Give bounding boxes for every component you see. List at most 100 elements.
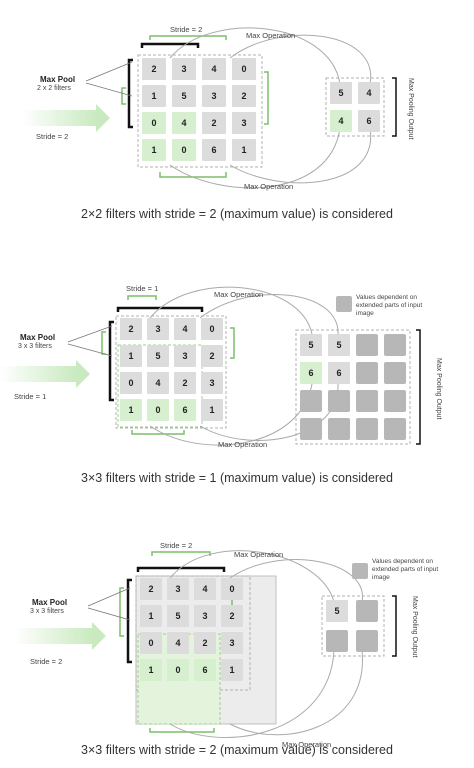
grid-cell: 0 (201, 318, 223, 340)
pool-subtitle: 2 x 2 filters (37, 85, 71, 92)
left-bracket-black (108, 320, 114, 402)
max-op-bottom-label: Max Operation (282, 740, 332, 749)
pool-title: Max Pool (20, 333, 56, 342)
output-bracket (416, 329, 421, 445)
grid-cell: 4 (167, 632, 189, 654)
output-label: Max Pooling Output (407, 78, 414, 140)
grid-cell: 0 (172, 139, 196, 161)
grid-cell: 1 (142, 139, 166, 161)
output-cell: 5 (330, 82, 352, 104)
grid-cell: 3 (201, 372, 223, 394)
arc-bottom-left (169, 127, 341, 189)
output-cell: 4 (330, 110, 352, 132)
extended-value-cell (300, 390, 322, 412)
input-arrow (0, 360, 90, 388)
bottom-bracket-green (131, 430, 185, 435)
output-frame (321, 595, 385, 657)
grid-cell: 3 (202, 85, 226, 107)
grid-cell: 6 (174, 399, 196, 421)
grid-cell: 0 (142, 112, 166, 134)
grid-cell: 1 (142, 85, 166, 107)
left-bracket-black (127, 58, 133, 129)
stride-top-label: Stride = 1 (126, 284, 159, 293)
grid-cell: 1 (232, 139, 256, 161)
extended-value-cell (384, 418, 406, 440)
grid-cell: 1 (140, 659, 162, 681)
grid-cell: 6 (202, 139, 226, 161)
stride-left-label: Stride = 2 (36, 132, 69, 141)
grid-cell: 2 (201, 345, 223, 367)
output-cell: 5 (300, 334, 322, 356)
left-bracket-green (121, 87, 126, 105)
output-cell: 6 (300, 362, 322, 384)
grid-cell: 0 (232, 58, 256, 80)
grid-cell: 2 (202, 112, 226, 134)
grid-cell: 2 (142, 58, 166, 80)
grid-cell: 0 (140, 632, 162, 654)
grid-cell: 0 (167, 659, 189, 681)
grid-cell: 5 (172, 85, 196, 107)
grid-cell: 5 (167, 605, 189, 627)
grid-cell: 3 (232, 112, 256, 134)
arc-top-left (169, 550, 335, 603)
left-bracket-green (101, 331, 106, 355)
output-bracket (392, 595, 397, 657)
right-bracket-green (230, 327, 235, 359)
grid-cell: 4 (202, 58, 226, 80)
max-op-bottom-label: Max Operation (244, 182, 294, 191)
extended-value-cell (356, 334, 378, 356)
grid-cell: 1 (120, 345, 142, 367)
input-arrow (14, 622, 106, 650)
grid-cell: 2 (140, 578, 162, 600)
grid-cell: 4 (172, 112, 196, 134)
stride-top-label: Stride = 2 (160, 541, 193, 550)
grid-cell: 5 (147, 345, 169, 367)
extended-value-cell (300, 418, 322, 440)
legend-swatch (336, 296, 352, 312)
left-bracket-green (119, 587, 124, 637)
caption: 3×3 filters with stride = 1 (maximum val… (81, 471, 393, 485)
output-label: Max Pooling Output (411, 596, 418, 658)
extended-value-cell (326, 630, 348, 652)
legend-swatch (352, 563, 368, 579)
grid-cell: 3 (147, 318, 169, 340)
extended-value-cell (384, 334, 406, 356)
grid-cell: 0 (147, 399, 169, 421)
extended-value-cell (384, 362, 406, 384)
grid-cell: 2 (232, 85, 256, 107)
bottom-bracket-green (159, 172, 227, 178)
extended-value-cell (356, 390, 378, 412)
arc-top-left (149, 286, 313, 335)
grid-cell: 6 (194, 659, 216, 681)
pointer-line (67, 343, 113, 357)
bottom-bracket-green (149, 728, 215, 733)
max-op-top-label: Max Operation (234, 550, 284, 559)
output-cell: 5 (326, 600, 348, 622)
max-op-bottom-label: Max Operation (218, 440, 268, 449)
stride-bracket-green (127, 295, 157, 300)
caption: 2×2 filters with stride = 2 (maximum val… (81, 207, 393, 221)
output-label: Max Pooling Output (435, 358, 442, 420)
output-cell: 6 (358, 110, 380, 132)
stride-bracket-green (149, 35, 227, 40)
grid-cell: 0 (120, 372, 142, 394)
arc-bottom-right (229, 649, 363, 736)
output-frame (325, 77, 385, 137)
output-bracket (392, 77, 397, 137)
grid-cell: 1 (140, 605, 162, 627)
panel-1-connectors (85, 27, 397, 189)
arc-top-right (229, 559, 363, 603)
panel-3x3-stride-1: Stride = 1 Max Operation Max Pool 3 x 3 … (0, 270, 474, 500)
arc-bottom-right (229, 127, 372, 184)
grid-cell: 3 (174, 345, 196, 367)
stride-top-label: Stride = 2 (170, 25, 203, 34)
right-bracket-green (264, 71, 269, 125)
extended-value-cell (356, 600, 378, 622)
arc-top-left (169, 27, 341, 85)
grid-cell: 2 (174, 372, 196, 394)
left-bracket-black (126, 578, 132, 664)
extended-value-cell (328, 418, 350, 440)
output-cell: 5 (328, 334, 350, 356)
panel-3x3-stride-2: Stride = 2 Max Operation Max Pool 3 x 3 … (0, 530, 474, 768)
grid-cell: 3 (167, 578, 189, 600)
